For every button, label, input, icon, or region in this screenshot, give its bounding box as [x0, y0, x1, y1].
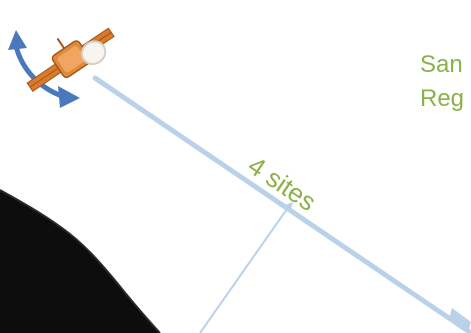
terrain-shape	[0, 190, 160, 333]
main-beam-arrowhead	[449, 308, 471, 333]
side-text-line-1: San	[420, 48, 464, 82]
satellite-icon	[16, 12, 121, 102]
main-beam-line	[95, 78, 471, 333]
side-text-block: San Reg	[420, 48, 464, 116]
side-text-line-2: Reg	[420, 82, 464, 116]
secondary-beam-line	[200, 209, 287, 333]
